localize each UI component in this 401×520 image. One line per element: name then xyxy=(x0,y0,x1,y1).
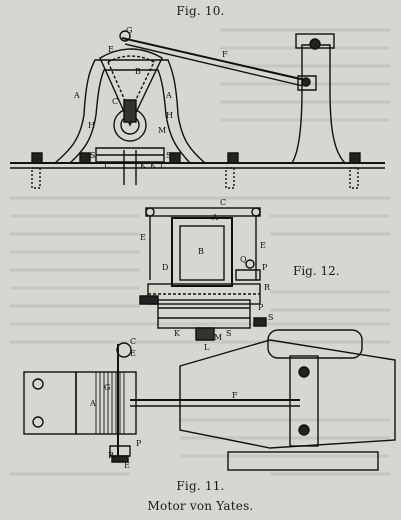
fig10-label-a-left: A xyxy=(73,91,80,100)
fig12-label-s: S xyxy=(268,313,273,322)
fig11-label-g: G xyxy=(104,383,110,392)
fig10-label-f: F xyxy=(222,50,228,59)
fig10-label-l-right: L xyxy=(160,161,166,170)
fig10-label-l-left: L xyxy=(104,161,110,170)
fig10-label-b: B xyxy=(135,67,141,76)
fig10-label-k-1: K xyxy=(140,161,147,170)
figure-11-caption: Fig. 11. xyxy=(176,479,225,493)
fig11-label-p: P xyxy=(136,439,142,448)
fig12-label-e-left: E xyxy=(140,233,146,242)
fig10-label-m: M xyxy=(158,126,166,135)
fig10-label-g: G xyxy=(126,26,132,35)
fig12-label-e-right: E xyxy=(260,241,266,250)
fig11-label-e-bottom: E xyxy=(124,461,130,470)
fig12-label-m: M xyxy=(214,333,222,342)
fig11-label-r: R xyxy=(108,451,115,460)
fig11-label-e-top: E xyxy=(130,349,136,358)
figure-12-caption: Fig. 12. xyxy=(293,264,340,278)
fig11-label-c: C xyxy=(130,337,136,346)
fig12-label-b: B xyxy=(198,247,204,256)
fig12-label-k: K xyxy=(174,329,181,338)
fig10-label-s-left: S xyxy=(90,151,95,160)
fig10-label-e: E xyxy=(108,45,114,54)
fig12-label-r: R xyxy=(264,283,271,292)
fig12-label-l: L xyxy=(204,343,210,352)
fig12-label-c: C xyxy=(220,198,226,207)
fig11-label-f: F xyxy=(232,391,238,400)
fig10-label-h-right: H xyxy=(166,111,173,120)
fig10-label-a-right: A xyxy=(165,91,172,100)
fig12-label-s1: S xyxy=(226,329,231,338)
fig11-label-a: A xyxy=(89,399,96,408)
fig10-label-s-right: S xyxy=(166,151,171,160)
fig10-label-c: C xyxy=(112,97,118,106)
fig10-label-h-left: H xyxy=(88,121,95,130)
figure-10-caption: Fig. 10. xyxy=(176,4,225,18)
fig12-label-a: A xyxy=(211,213,218,222)
figure-subtitle: Motor von Yates. xyxy=(147,499,254,513)
fig12-label-q: Q xyxy=(240,255,247,264)
fig12-label-p-top: P xyxy=(262,263,268,272)
fig10-label-k-2: K xyxy=(150,161,157,170)
fig12-label-d: D xyxy=(162,263,168,272)
fig12-label-p-bottom: P xyxy=(258,303,264,312)
